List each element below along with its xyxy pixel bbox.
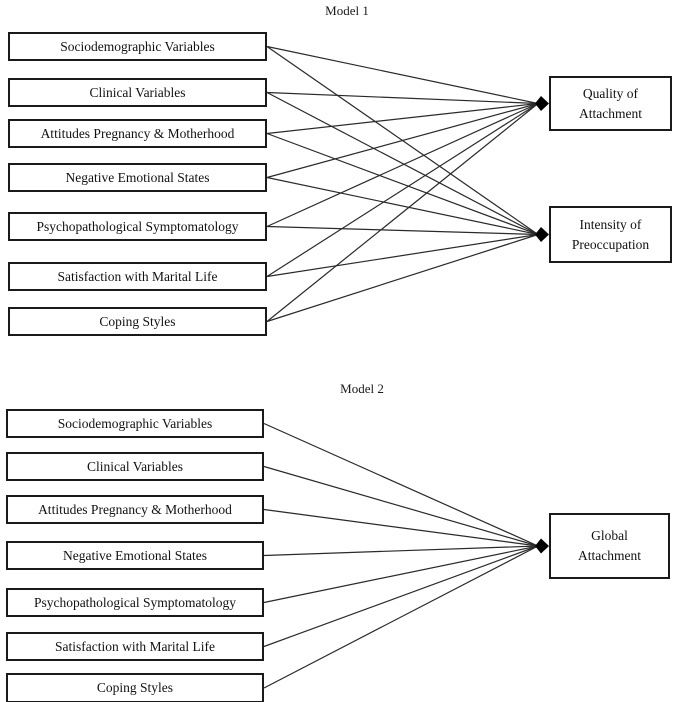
arrowhead-icon [535,227,549,242]
connector-line [266,45,539,105]
connector-line [266,132,539,236]
connector-line [263,422,539,547]
connector-line [266,91,539,236]
arrowhead-icon [535,96,549,111]
arrowhead-icon [535,538,549,554]
connector-line [266,103,539,322]
connector-line [263,465,539,547]
connector-line [263,545,539,557]
connector-line [263,545,539,604]
connector-line [266,102,539,135]
connector-line [263,508,539,547]
connector-line [263,545,539,648]
connector-line [266,102,539,278]
connector-line [266,233,539,278]
connector-line [263,545,539,689]
connector-line [266,102,539,228]
connector-line [266,176,539,236]
connector-line [266,46,539,235]
connector-line [266,225,539,236]
connector-line [266,233,539,323]
connector-line [266,91,539,105]
